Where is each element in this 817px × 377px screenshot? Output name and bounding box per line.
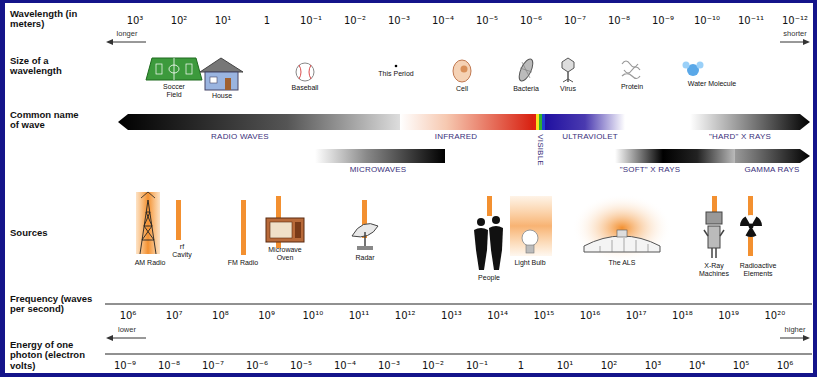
wavelength-tick: 10⁻⁴ — [432, 15, 454, 26]
energy-tick: 10⁻⁵ — [290, 360, 312, 371]
energy-tick: 10⁻⁴ — [334, 360, 356, 371]
source-label: rf Cavity — [170, 243, 194, 258]
frequency-tick: 10⁹ — [258, 310, 275, 321]
wavelength-tick: 10³ — [127, 15, 144, 26]
frequency-tick: 10⁷ — [166, 310, 183, 321]
wavelength-tick: 10⁻⁸ — [608, 15, 630, 26]
frequency-tick: 10²⁰ — [764, 310, 785, 321]
frequency-tick: 10¹³ — [441, 310, 462, 321]
wavelength-tick: 10⁻³ — [388, 15, 410, 26]
size-label: This Period — [378, 70, 413, 78]
source-label: People — [478, 274, 500, 282]
frequency-tick: 10¹² — [395, 310, 416, 321]
frequency-tick: 10¹⁵ — [533, 310, 554, 321]
frequency-tick: 10¹¹ — [349, 310, 370, 321]
wave-name: VISIBLE — [536, 134, 545, 166]
frequency-tick: 10¹⁷ — [626, 310, 647, 321]
row-label: Sources — [10, 228, 80, 238]
wave-name: GAMMA RAYS — [744, 166, 799, 175]
source-label: Radar — [355, 254, 374, 262]
wavelength-tick: 10⁻¹ — [300, 15, 322, 26]
direction-label: shorter — [783, 30, 806, 38]
energy-tick: 1 — [518, 360, 524, 371]
source-label: Microwave Oven — [264, 246, 306, 261]
energy-tick: 10⁻¹ — [466, 360, 488, 371]
energy-tick: 10⁴ — [689, 360, 706, 371]
energy-tick: 10⁻⁶ — [246, 360, 268, 371]
size-label: Cell — [456, 85, 468, 93]
frequency-tick: 10⁶ — [120, 310, 137, 321]
wavelength-tick: 10⁻² — [344, 15, 366, 26]
wavelength-tick: 10⁻⁹ — [652, 15, 674, 26]
wave-name: "HARD" X RAYS — [709, 133, 771, 142]
energy-tick: 10⁻⁸ — [158, 360, 180, 371]
direction-label: longer — [117, 30, 138, 38]
row-label: Frequency (waves per second) — [10, 294, 100, 315]
wave-name: "SOFT" X RAYS — [620, 166, 681, 175]
source-label: Light Bulb — [514, 259, 545, 267]
energy-tick: 10⁻⁷ — [202, 360, 224, 371]
energy-tick: 10⁵ — [733, 360, 750, 371]
row-label: Common name of wave — [10, 110, 90, 131]
size-label: Bacteria — [513, 85, 539, 93]
size-label: Water Molecule — [688, 80, 736, 88]
frequency-tick: 10¹⁹ — [718, 310, 739, 321]
energy-tick: 10¹ — [557, 360, 574, 371]
source-label: AM Radio — [135, 259, 166, 267]
energy-tick: 10² — [601, 360, 618, 371]
wave-name: ULTRAVIOLET — [562, 133, 618, 142]
size-label: Baseball — [292, 84, 319, 92]
source-label: FM Radio — [228, 259, 258, 267]
source-label: X-Ray Machines — [698, 262, 730, 277]
wave-name: INFRARED — [435, 133, 478, 142]
wavelength-tick: 10⁻⁶ — [520, 15, 542, 26]
frequency-tick: 10⁸ — [212, 310, 229, 321]
source-label: Radioactive Elements — [736, 262, 780, 277]
energy-tick: 10³ — [645, 360, 662, 371]
source-label: The ALS — [609, 259, 636, 267]
wave-name: RADIO WAVES — [211, 133, 269, 142]
wavelength-tick: 10¹ — [215, 15, 232, 26]
frequency-tick: 10¹⁸ — [672, 310, 693, 321]
wavelength-tick: 10⁻¹⁰ — [694, 15, 720, 26]
direction-label: lower — [118, 326, 136, 334]
direction-label: higher — [785, 326, 806, 334]
row-label: Energy of one photon (electron volts) — [10, 340, 106, 371]
wavelength-tick: 10⁻⁷ — [564, 15, 586, 26]
row-label: Size of a wavelength — [10, 56, 80, 77]
wavelength-tick: 1 — [264, 15, 270, 26]
row-label: Wavelength (in meters) — [10, 9, 90, 30]
frequency-tick: 10¹⁰ — [302, 310, 323, 321]
wave-name: MICROWAVES — [350, 166, 407, 175]
wavelength-tick: 10⁻⁵ — [476, 15, 498, 26]
wavelength-tick: 10⁻¹¹ — [738, 15, 764, 26]
wavelength-tick: 10⁻¹² — [782, 15, 808, 26]
frequency-tick: 10¹⁴ — [487, 310, 508, 321]
size-label: House — [212, 92, 232, 100]
energy-tick: 10⁻³ — [378, 360, 400, 371]
energy-tick: 10⁶ — [777, 360, 794, 371]
frequency-tick: 10¹⁶ — [580, 310, 601, 321]
size-label: Soccer Field — [159, 83, 189, 98]
energy-tick: 10⁻⁹ — [114, 360, 136, 371]
energy-tick: 10⁻² — [422, 360, 444, 371]
size-label: Virus — [560, 85, 576, 93]
size-label: Protein — [621, 83, 643, 91]
wavelength-tick: 10² — [171, 15, 188, 26]
